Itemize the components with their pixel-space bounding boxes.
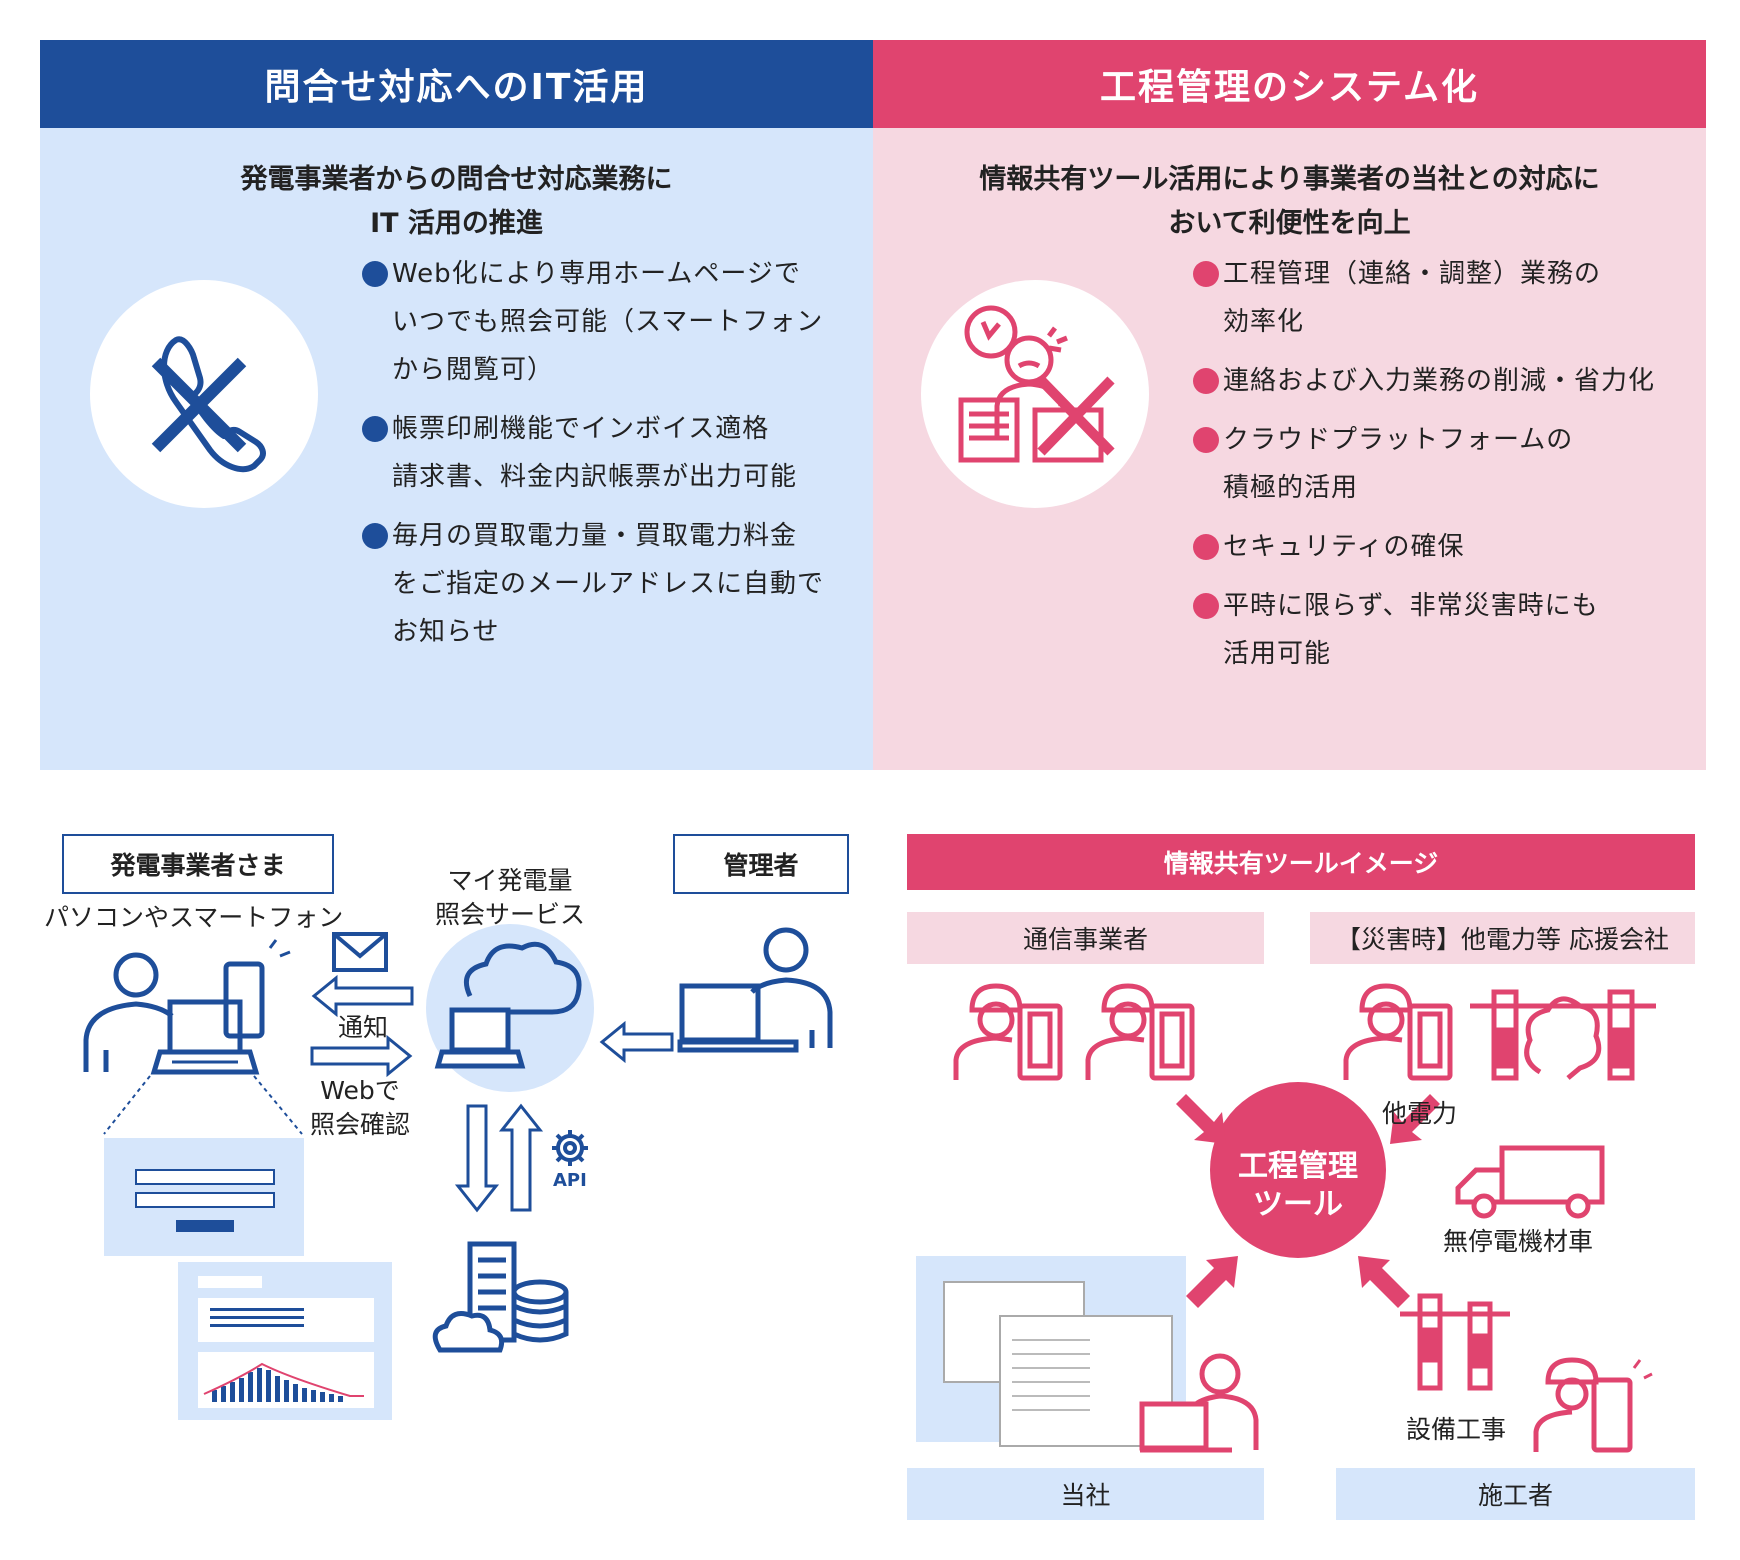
company-box: 当社 [907, 1468, 1264, 1520]
truck-icon [1455, 1145, 1605, 1219]
bullet-line: 毎月の買取電力量・買取電力料金 [392, 521, 798, 551]
bullet-line: から閲覧可） [392, 355, 555, 385]
arrow-from-company [1186, 1256, 1238, 1308]
process-tool-label-line2: ツール [1253, 1187, 1343, 1222]
other-power-label: 他電力 [1382, 1099, 1458, 1128]
bullet-line: Web化により専用ホームページで [392, 259, 801, 289]
construction-label: 設備工事 [1406, 1415, 1507, 1444]
left-header: 問合せ対応へのIT活用 [40, 40, 873, 128]
bullet-line: クラウドプラットフォームの [1223, 425, 1574, 455]
cloud-icon [464, 941, 582, 1015]
operator-device-label: パソコンやスマートフォン [44, 903, 344, 932]
arrow-from-support [1390, 1094, 1440, 1144]
bullet-line: 活用可能 [1223, 639, 1332, 669]
bullet-dot [1193, 427, 1219, 453]
bullet-dot [1193, 534, 1219, 560]
bullet-line: 請求書、料金内訳帳票が出力可能 [392, 462, 798, 492]
left-subtitle-line1: 発電事業者からの問合せ対応業務に [240, 164, 673, 195]
service-label-line1: マイ発電量 [447, 866, 573, 895]
bullet-line: セキュリティの確保 [1223, 532, 1465, 562]
right-bullets: 工程管理（連絡・調整）業務の 効率化 連絡および入力業務の削減・省力化 クラウド… [1193, 250, 1693, 678]
bullet-line: お知らせ [392, 617, 500, 647]
left-panel: 発電事業者からの問合せ対応業務に IT 活用の推進 Web化により専用ホームペー… [40, 128, 873, 770]
bullet-line: 連絡および入力業務の削減・省力化 [1223, 366, 1656, 396]
arrow-from-telecom [1176, 1094, 1226, 1144]
busy-worker-crossed-icon [958, 305, 1115, 463]
bullet-dot [362, 523, 388, 549]
bullet-line: いつでも照会可能（スマートフォン [392, 307, 824, 337]
web-arrow-right [310, 1034, 413, 1078]
bullet-line: をご指定のメールアドレスに自動で [392, 569, 825, 599]
smartphone-icon [223, 939, 291, 1039]
bullet-dot [1193, 593, 1219, 619]
process-tool-label-line1: 工程管理 [1238, 1149, 1358, 1184]
admin-arrow-left [599, 1020, 674, 1064]
gear-icon [552, 1130, 588, 1166]
operator-person-icon [83, 952, 174, 1072]
telecom-workers-icon [953, 983, 1195, 1081]
right-icon-circle [921, 280, 1149, 508]
up-arrow [498, 1103, 544, 1212]
contractor-box: 施工者 [1336, 1468, 1695, 1520]
admin-person-icon [677, 927, 833, 1053]
notify-label: 通知 [338, 1013, 389, 1042]
server-database-icon [432, 1241, 569, 1353]
phone-crossed-icon [151, 336, 266, 473]
left-diagram-graphics [83, 924, 833, 1420]
laptop-icon [150, 999, 260, 1075]
down-arrow [454, 1104, 500, 1213]
web-label: Webで 照会確認 [300, 1074, 420, 1142]
bullet-dot [362, 416, 388, 442]
support-box: 【災害時】他電力等 応援会社 [1310, 912, 1695, 964]
right-subtitle-line1: 情報共有ツール活用により事業者の当社との対応に [979, 164, 1600, 195]
left-subtitle-line2: IT 活用の推進 [370, 208, 543, 239]
bullet-line: 帳票印刷機能でインボイス適格 [392, 414, 770, 444]
right-subtitle: 情報共有ツール活用により事業者の当社との対応に おいて利便性を向上 [873, 158, 1706, 246]
construction-icon [1400, 1293, 1653, 1453]
share-tool-title: 情報共有ツールイメージ [907, 834, 1695, 890]
web-label-line1: Webで [320, 1076, 400, 1105]
support-workers-icon [1343, 983, 1656, 1081]
arrow-from-contractor [1358, 1256, 1410, 1308]
bullet-dot [1193, 261, 1219, 287]
process-tool-circle [1210, 1082, 1386, 1258]
admin-box: 管理者 [673, 834, 849, 894]
operator-box: 発電事業者さま [62, 834, 334, 894]
bullet-dot [362, 261, 388, 287]
left-icon-circle [90, 280, 318, 508]
service-laptop-icon [434, 1007, 526, 1069]
bullet-dot [1193, 368, 1219, 394]
left-subtitle: 発電事業者からの問合せ対応業務に IT 活用の推進 [40, 158, 873, 246]
vehicle-label: 無停電機材車 [1443, 1227, 1594, 1256]
bullet-line: 工程管理（連絡・調整）業務の [1223, 259, 1602, 289]
left-bullets: Web化により専用ホームページで いつでも照会可能（スマートフォン から閲覧可）… [362, 250, 842, 656]
mail-icon [332, 932, 388, 972]
bullet-line: 積極的活用 [1223, 473, 1359, 503]
bullet-line: 効率化 [1223, 307, 1305, 337]
right-diagram-graphics [916, 983, 1656, 1453]
web-label-line2: 照会確認 [309, 1110, 410, 1139]
notify-arrow-left [311, 974, 414, 1018]
right-subtitle-line2: おいて利便性を向上 [1168, 208, 1411, 239]
bullet-line: 平時に限らず、非常災害時にも [1223, 591, 1599, 621]
api-label: API [553, 1170, 587, 1191]
company-person-icon [1139, 1353, 1259, 1453]
right-header: 工程管理のシステム化 [873, 40, 1706, 128]
process-tool-label: 工程管理 ツール [1218, 1148, 1378, 1224]
right-panel: 情報共有ツール活用により事業者の当社との対応に おいて利便性を向上 工程管理（連… [873, 128, 1706, 770]
telecom-box: 通信事業者 [907, 912, 1264, 964]
